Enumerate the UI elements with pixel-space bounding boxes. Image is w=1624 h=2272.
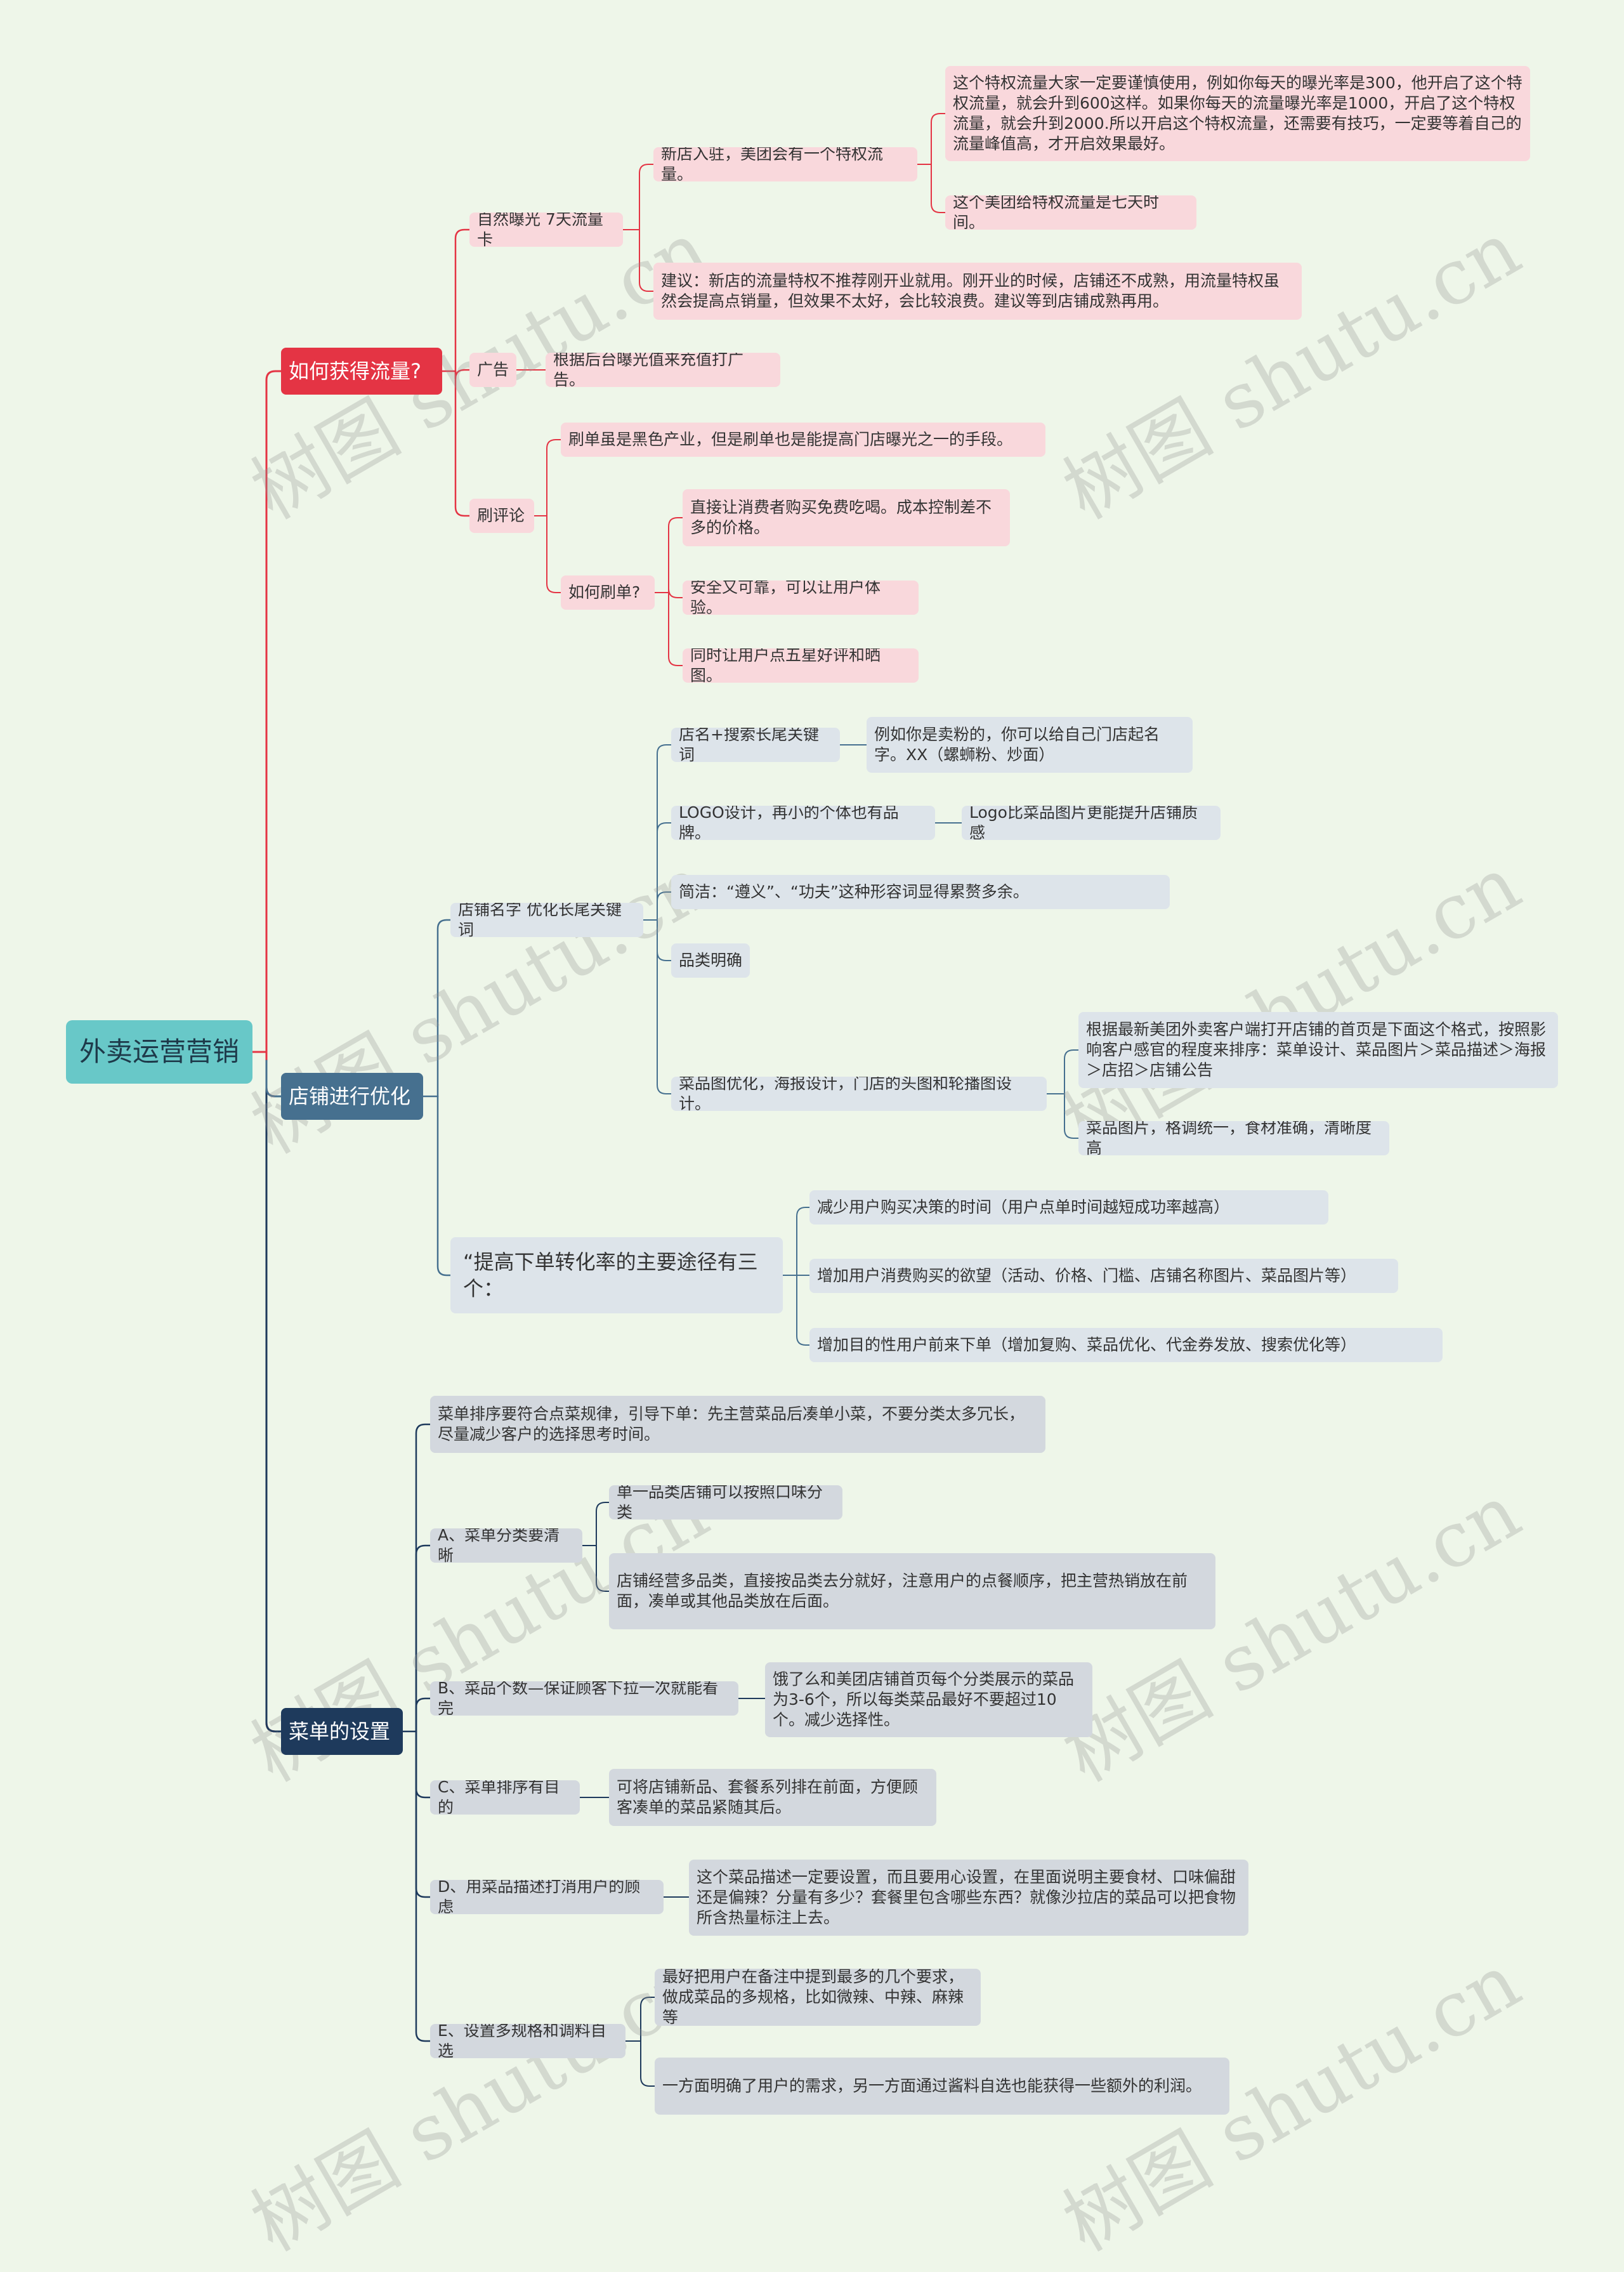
connector-line — [415, 1697, 431, 1733]
detail-logo[interactable]: Logo比菜品图片更能提升店铺质感 — [962, 806, 1221, 840]
connector-line — [415, 1730, 431, 1898]
connector-line — [931, 113, 946, 165]
connector-line — [265, 1060, 282, 1098]
detail-menu-b[interactable]: 饿了么和美团店铺首页每个分类展示的菜品为3-6个，所以每类菜品最好不要超过10个… — [765, 1662, 1092, 1737]
detail-brush-1[interactable]: 直接让消费者购买免费吃喝。成本控制差不多的价格。 — [683, 489, 1010, 546]
topic-shop-name[interactable]: 店铺名字 优化长尾关键词 — [450, 903, 643, 937]
branch-traffic[interactable]: 如何获得流量? — [281, 348, 442, 395]
mindmap-canvas: 树图 shutu.cn 树图 shutu.cn 树图 shutu.cn 树图 s… — [66, 66, 1558, 2268]
detail-conversion-2[interactable]: 增加用户消费购买的欲望（活动、价格、门槛、店铺名称图片、菜品图片等） — [809, 1259, 1398, 1293]
topic-menu-a[interactable]: A、菜单分类要清晰 — [430, 1528, 582, 1563]
branch-menu-setup[interactable]: 菜单的设置 — [281, 1708, 403, 1755]
detail-menu-a-1[interactable]: 单一品类店铺可以按照口味分类 — [609, 1485, 842, 1520]
topic-natural-exposure[interactable]: 自然曝光 7天流量卡 — [469, 213, 623, 247]
connector-line — [657, 919, 672, 961]
detail-seven-days[interactable]: 这个美团给特权流量是七天时间。 — [945, 195, 1196, 230]
connector-line — [796, 1275, 810, 1346]
connector-line — [546, 439, 561, 516]
topic-category[interactable]: 品类明确 — [671, 943, 750, 978]
topic-menu-e[interactable]: E、设置多规格和调料自选 — [430, 2024, 625, 2058]
detail-brushing-note[interactable]: 刷单虽是黑色产业，但是刷单也是能提高门店曝光之一的手段。 — [561, 423, 1045, 457]
detail-brush-2[interactable]: 安全又可靠，可以让用户体验。 — [683, 581, 919, 615]
detail-brush-3[interactable]: 同时让用户点五星好评和晒图。 — [683, 648, 919, 683]
connector-line — [265, 1051, 282, 1098]
connector-line — [668, 588, 683, 598]
connector-line — [657, 891, 672, 921]
connector-line — [265, 1060, 282, 1733]
topic-reviews[interactable]: 刷评论 — [469, 499, 534, 533]
topic-menu-rule[interactable]: 菜单排序要符合点菜规律，引导下单：先主营菜品后凑单小菜，不要分类太多冗长，尽量减… — [430, 1396, 1045, 1453]
topic-images[interactable]: 菜品图优化，海报设计，门店的头图和轮播图设计。 — [671, 1077, 1047, 1111]
connector-line — [415, 1730, 431, 2042]
detail-conversion-3[interactable]: 增加目的性用户前来下单（增加复购、菜品优化、代金券发放、搜索优化等） — [809, 1328, 1443, 1362]
connector-lines — [251, 113, 1079, 2087]
connector-line — [657, 744, 672, 921]
detail-menu-d[interactable]: 这个菜品描述一定要设置，而且要用心设置，在里面说明主要食材、口味偏甜还是偏辣？分… — [689, 1860, 1248, 1936]
connector-line — [657, 822, 672, 921]
connector-line — [668, 592, 683, 666]
connector-line — [265, 1051, 282, 1733]
topic-menu-c[interactable]: C、菜单排序有目的 — [430, 1780, 580, 1815]
connector-line — [436, 919, 452, 1098]
topic-ads[interactable]: 广告 — [469, 353, 516, 387]
connector-line — [265, 370, 282, 1053]
connector-line — [639, 164, 654, 230]
connector-line — [454, 228, 471, 372]
topic-new-shop[interactable]: 新店入驻，美团会有一个特权流量。 — [653, 147, 917, 181]
branch-shop-optimize[interactable]: 店铺进行优化 — [281, 1073, 423, 1120]
connector-line — [931, 164, 946, 213]
connector-line — [454, 369, 471, 379]
connector-line — [1064, 1049, 1079, 1094]
connector-line — [415, 1544, 431, 1733]
detail-homepage-order[interactable]: 根据最新美团外卖客户端打开店铺的首页是下面这个格式，按照影响客户感官的程度来排序… — [1078, 1012, 1558, 1088]
root-topic[interactable]: 外卖运营营销 — [66, 1020, 252, 1084]
topic-concise[interactable]: 简洁：“遵义”、“功夫”这种形容词显得累赘多余。 — [671, 875, 1170, 909]
connector-line — [1064, 1093, 1079, 1139]
topic-menu-d[interactable]: D、用菜品描述打消用户的顾虑 — [430, 1880, 664, 1914]
topic-menu-b[interactable]: B、菜品个数—保证顾客下拉一次就能看完 — [430, 1681, 738, 1716]
connector-line — [796, 1207, 810, 1276]
connector-line — [596, 1545, 610, 1592]
topic-logo[interactable]: LOGO设计，再小的个体也有品牌。 — [671, 806, 935, 840]
topic-conversion[interactable]: “提高下单转化率的主要途径有三个： — [450, 1237, 783, 1313]
connector-line — [640, 2040, 655, 2087]
detail-menu-c[interactable]: 可将店铺新品、套餐系列排在前面，方便顾客凑单的菜品紧随其后。 — [609, 1769, 936, 1826]
topic-keyword[interactable]: 店名+搜索长尾关键词 — [671, 728, 840, 762]
topic-how-to-brush[interactable]: 如何刷单? — [561, 575, 655, 610]
connector-line — [639, 229, 654, 292]
detail-suggestion[interactable]: 建议：新店的流量特权不推荐刚开业就用。刚开业的时候，店铺还不成熟，用流量特权虽然… — [653, 263, 1302, 320]
detail-menu-a-2[interactable]: 店铺经营多品类，直接按品类去分就好，注意用户的点餐顺序，把主营热销放在前面，凑单… — [609, 1553, 1215, 1629]
connector-line — [436, 1095, 452, 1277]
detail-keyword[interactable]: 例如你是卖粉的，你可以给自己门店起名字。XX（螺蛳粉、炒面） — [867, 717, 1193, 773]
detail-privilege-usage[interactable]: 这个特权流量大家一定要谨慎使用，例如你每天的曝光率是300，他开启了这个特权流量… — [945, 66, 1530, 161]
connector-line — [668, 517, 683, 593]
connector-line — [415, 1423, 431, 1733]
connector-line — [415, 1730, 431, 1799]
connector-line — [546, 515, 561, 593]
connector-line — [596, 1502, 610, 1546]
detail-conversion-1[interactable]: 减少用户购买决策的时间（用户点单时间越短成功率越高） — [809, 1190, 1328, 1225]
detail-menu-e-1[interactable]: 最好把用户在备注中提到最多的几个要求，做成菜品的多规格，比如微辣、中辣、麻辣等 — [655, 1969, 981, 2026]
detail-menu-e-2[interactable]: 一方面明确了用户的需求，另一方面通过酱料自选也能获得一些额外的利润。 — [655, 2058, 1229, 2115]
detail-ads[interactable]: 根据后台曝光值来充值打广告。 — [546, 353, 780, 387]
detail-image-style[interactable]: 菜品图片，格调统一，食材准确，清晰度高 — [1078, 1121, 1389, 1155]
connector-line — [657, 919, 672, 1094]
connector-line — [454, 370, 471, 517]
connector-line — [640, 1997, 655, 2042]
